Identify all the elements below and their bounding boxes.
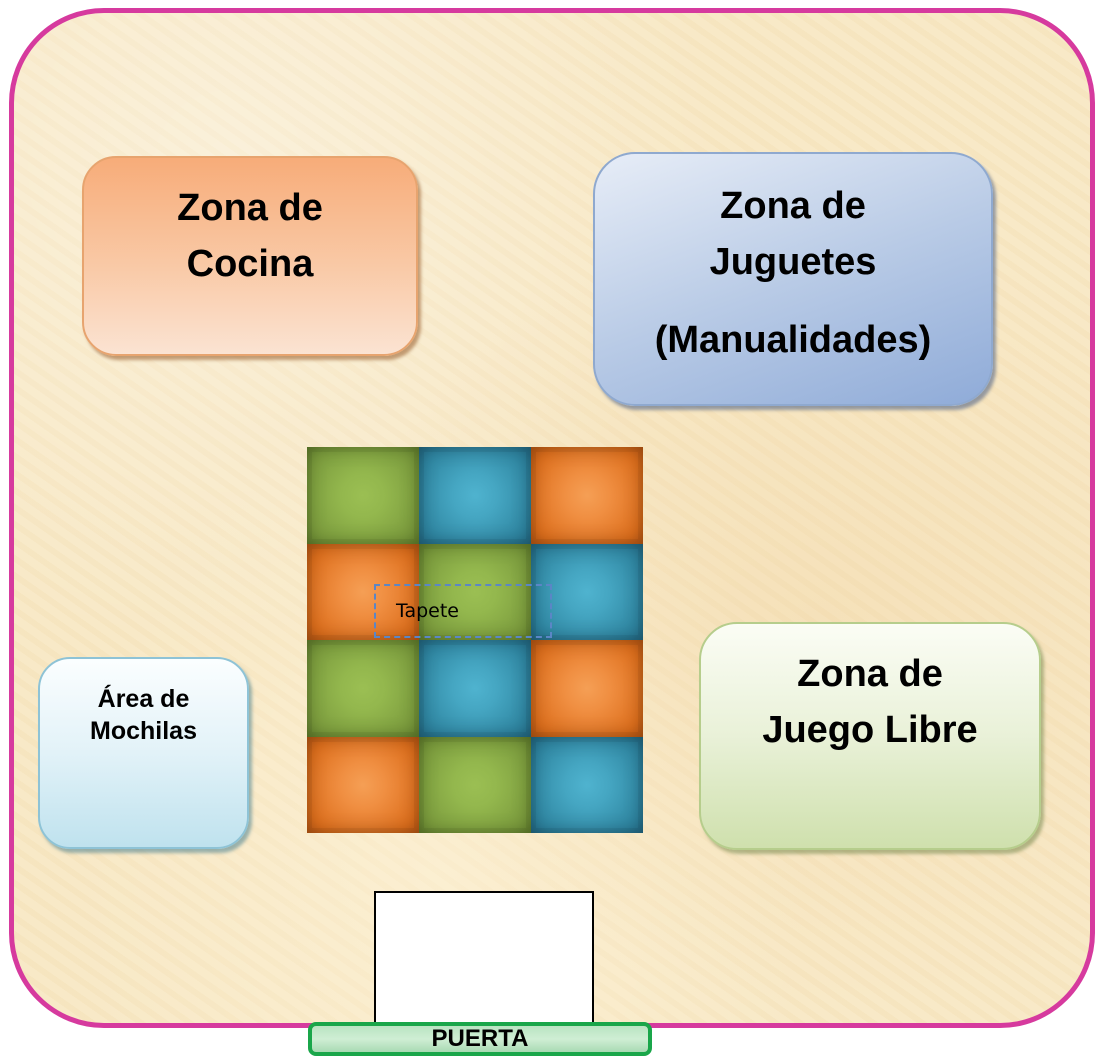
mat-tile-orange bbox=[307, 736, 419, 833]
zona-cocina-line1: Zona de bbox=[177, 187, 323, 229]
tapete-label: Tapete bbox=[374, 584, 552, 638]
mat-tile-green bbox=[419, 736, 531, 833]
mat-tile-orange bbox=[531, 640, 643, 737]
zona-juguetes-line3: (Manualidades) bbox=[654, 319, 932, 361]
zona-cocina: Zona de Cocina bbox=[82, 156, 418, 356]
area-mochilas: Área de Mochilas bbox=[38, 657, 249, 849]
mat-tile-blue bbox=[419, 447, 531, 544]
zona-juguetes: Zona de Juguetes (Manualidades) bbox=[593, 152, 993, 406]
mat-tile-blue bbox=[419, 640, 531, 737]
zona-juguetes-line2: Juguetes bbox=[709, 241, 877, 283]
zona-juguetes-line1: Zona de bbox=[720, 185, 866, 227]
zona-juego-libre-line2: Juego Libre bbox=[762, 709, 978, 751]
tapete-mat bbox=[307, 447, 643, 833]
mat-tile-green bbox=[419, 543, 531, 640]
zona-cocina-line2: Cocina bbox=[186, 243, 314, 285]
mat-tile-orange bbox=[307, 543, 419, 640]
area-mochilas-line1: Área de bbox=[97, 685, 190, 713]
door-frame bbox=[374, 891, 594, 1030]
mat-tile-orange bbox=[531, 447, 643, 544]
mat-tile-green bbox=[307, 447, 419, 544]
area-mochilas-line2: Mochilas bbox=[90, 717, 197, 745]
zona-juego-libre-line1: Zona de bbox=[797, 653, 943, 695]
puerta-label: PUERTA bbox=[308, 1022, 652, 1056]
mat-tile-blue bbox=[531, 736, 643, 833]
mat-tile-blue bbox=[531, 543, 643, 640]
zona-juego-libre: Zona de Juego Libre bbox=[699, 622, 1041, 850]
mat-tile-green bbox=[307, 640, 419, 737]
